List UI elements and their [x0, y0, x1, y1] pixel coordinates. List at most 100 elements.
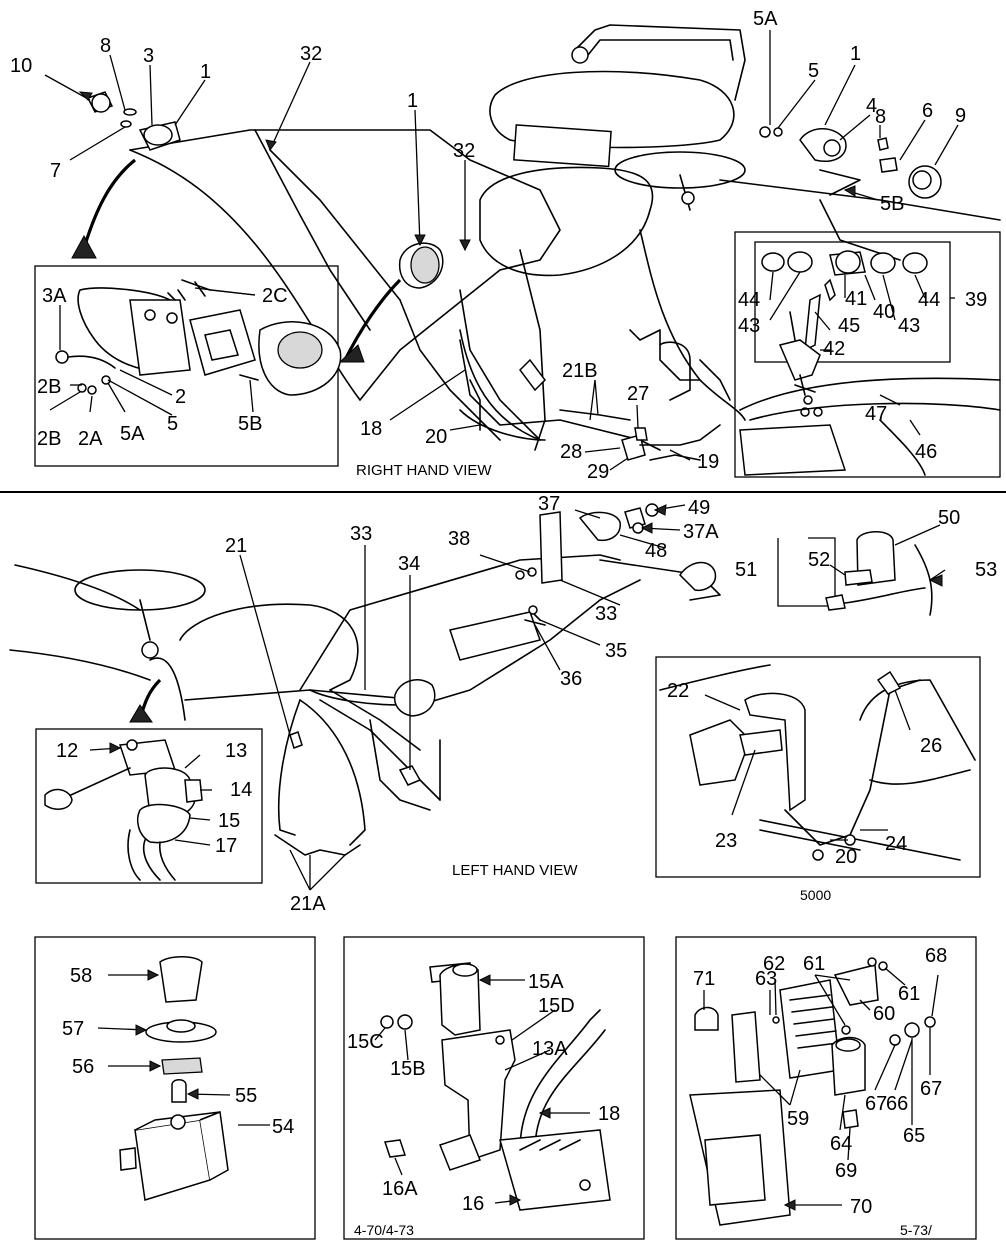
callout-labels: 10 8 3 1 32 7 1 32 5A 5 1 4 8 6 9 5B 3A …	[10, 8, 997, 1238]
callout-63: 63	[755, 968, 777, 990]
callout-5b: 5B	[880, 193, 904, 215]
callout-22: 22	[667, 680, 689, 702]
left-hand-view-illustration	[9, 503, 721, 856]
callout-2b: 2B	[37, 376, 61, 398]
callout-58: 58	[70, 965, 92, 987]
callout-26: 26	[920, 735, 942, 757]
date-code-box-16: 4-70/4-73	[354, 1222, 414, 1238]
callout-2b: 2B	[37, 428, 61, 450]
callout-5: 5	[167, 413, 178, 435]
callout-5b: 5B	[238, 413, 262, 435]
callout-3: 3	[143, 45, 154, 67]
callout-29: 29	[587, 461, 609, 483]
callout-61: 61	[803, 953, 825, 975]
callout-14: 14	[230, 779, 252, 801]
callout-54: 54	[272, 1116, 294, 1138]
box-flasher-unit	[343, 936, 645, 1240]
callout-33: 33	[595, 603, 617, 625]
callout-17: 17	[215, 835, 237, 857]
callout-42: 42	[823, 338, 845, 360]
callout-5: 5	[808, 60, 819, 82]
callout-15a: 15A	[528, 971, 564, 993]
callout-19: 19	[697, 451, 719, 473]
right-hand-view-caption: RIGHT HAND VIEW	[356, 462, 492, 479]
callout-37a: 37A	[683, 521, 719, 543]
callout-7: 7	[50, 160, 61, 182]
callout-16: 16	[462, 1193, 484, 1215]
callout-6: 6	[922, 100, 933, 122]
callout-50: 50	[938, 507, 960, 529]
callout-43: 43	[738, 315, 760, 337]
callout-70: 70	[850, 1196, 872, 1218]
left-hand-view-caption: LEFT HAND VIEW	[452, 862, 578, 879]
callout-51: 51	[735, 559, 757, 581]
switch-exploded-inset	[734, 231, 1001, 478]
callout-47: 47	[865, 403, 887, 425]
callout-5a: 5A	[120, 423, 145, 445]
box-gear-knob	[34, 936, 316, 1240]
callout-35: 35	[605, 640, 627, 662]
arrow-heads	[78, 91, 943, 1211]
callout-49: 49	[688, 497, 710, 519]
reflector-group	[777, 531, 933, 616]
date-code-box-70: 5-73/	[900, 1222, 932, 1238]
callout-38: 38	[448, 528, 470, 550]
callout-64: 64	[830, 1133, 852, 1155]
callout-1: 1	[407, 90, 418, 112]
callout-36: 36	[560, 668, 582, 690]
callout-10: 10	[10, 55, 32, 77]
callout-60: 60	[873, 1003, 895, 1025]
callout-21b: 21B	[562, 360, 598, 382]
lamp-exploded-inset	[34, 265, 342, 467]
callout-52: 52	[808, 549, 830, 571]
callout-66: 66	[886, 1093, 908, 1115]
callout-33: 33	[350, 523, 372, 545]
callout-48: 48	[645, 540, 667, 562]
callout-62: 62	[763, 953, 785, 975]
callout-44: 44	[918, 289, 940, 311]
callout-4: 4	[866, 95, 877, 117]
callout-18: 18	[598, 1103, 620, 1125]
callout-18: 18	[360, 418, 382, 440]
callout-15c: 15C	[347, 1031, 384, 1053]
callout-8: 8	[875, 106, 886, 128]
right-hand-view-illustration	[71, 24, 1001, 461]
callout-71: 71	[693, 968, 715, 990]
callout-21: 21	[225, 535, 247, 557]
callout-5a: 5A	[753, 8, 778, 30]
callout-23: 23	[715, 830, 737, 852]
callout-15b: 15B	[390, 1058, 426, 1080]
callout-53: 53	[975, 559, 997, 581]
callout-67: 67	[920, 1078, 942, 1100]
callout-2: 2	[175, 386, 186, 408]
model-code: 5000	[800, 887, 831, 903]
callout-44: 44	[738, 289, 760, 311]
box-fuse-panel	[675, 936, 977, 1240]
callout-27: 27	[627, 383, 649, 405]
callout-55: 55	[235, 1085, 257, 1107]
callout-16a: 16A	[382, 1178, 418, 1200]
callout-41: 41	[845, 288, 867, 310]
callout-67: 67	[865, 1093, 887, 1115]
callout-12: 12	[56, 740, 78, 762]
callout-24: 24	[885, 833, 907, 855]
callout-2c: 2C	[262, 285, 288, 307]
callout-20: 20	[425, 426, 447, 448]
callout-9: 9	[955, 105, 966, 127]
callout-40: 40	[873, 301, 895, 323]
callout-21a: 21A	[290, 893, 326, 915]
callout-37: 37	[538, 493, 560, 515]
callout-68: 68	[925, 945, 947, 967]
callout-15: 15	[218, 810, 240, 832]
callout-1: 1	[850, 43, 861, 65]
callout-65: 65	[903, 1125, 925, 1147]
callout-43: 43	[898, 315, 920, 337]
callout-28: 28	[560, 441, 582, 463]
callout-15d: 15D	[538, 995, 575, 1017]
callout-56: 56	[72, 1056, 94, 1078]
callout-13a: 13A	[532, 1038, 568, 1060]
callout-20: 20	[835, 846, 857, 868]
callout-1: 1	[200, 61, 211, 83]
callout-61: 61	[898, 983, 920, 1005]
